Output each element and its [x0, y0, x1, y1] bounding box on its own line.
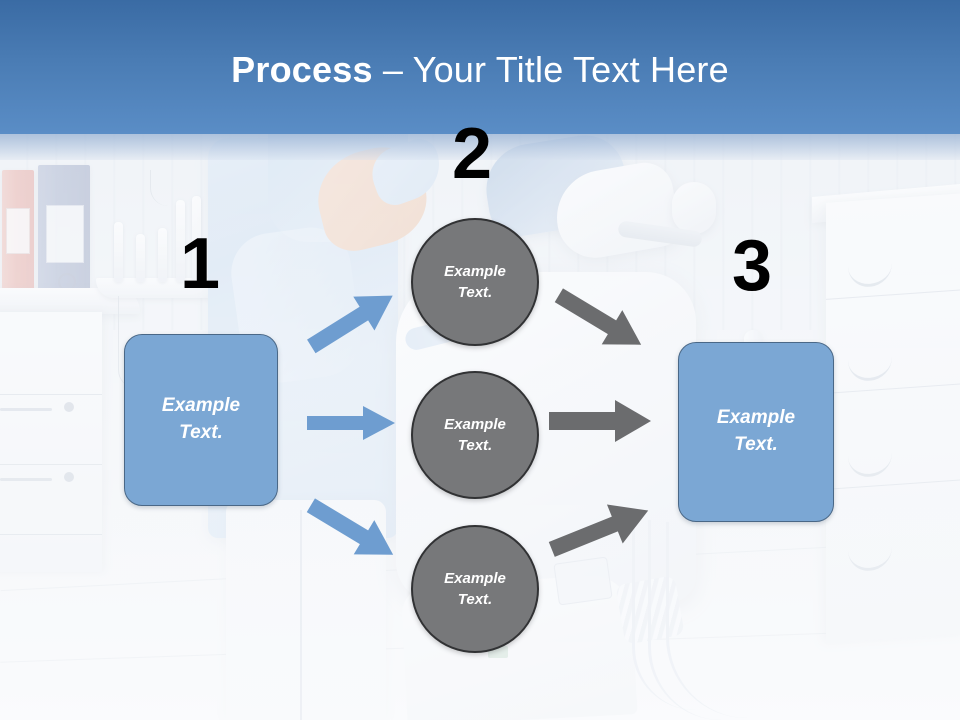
photo-right-cabinet — [826, 193, 960, 643]
arrow-box1-to-circle2 — [307, 405, 397, 441]
stage-two-circle-2-line1: Example — [444, 415, 506, 433]
page-title-light: Your Title Text Here — [412, 49, 729, 90]
stage-two-circle-1-label: Example Text. — [444, 261, 506, 304]
stage-three-box-line1: Example — [716, 407, 796, 429]
stage-two-circle-1-line2: Text. — [457, 284, 493, 301]
stage-one-box-line1: Example — [161, 395, 241, 417]
slide-header: Process – Your Title Text Here — [0, 0, 960, 134]
stage-two-circle-3-line1: Example — [444, 569, 506, 587]
step-number-2: 2 — [451, 114, 493, 194]
step-number-1: 1 — [179, 224, 221, 304]
stage-three-box[interactable]: Example Text. — [678, 342, 834, 522]
photo-instrument — [114, 222, 123, 282]
step-number-3: 3 — [731, 226, 773, 306]
stage-two-circle-3[interactable]: Example Text. — [411, 525, 539, 653]
header-accent-band — [0, 134, 960, 160]
photo-red-binder — [2, 170, 34, 296]
arrow-circle2-to-box3 — [549, 399, 653, 443]
page-title-separator: – — [372, 49, 413, 90]
stage-two-circle-3-line2: Text. — [457, 591, 493, 608]
stage-one-box-label: Example Text. — [162, 393, 240, 447]
photo-blue-binder — [38, 165, 90, 301]
stage-two-circle-2-line2: Text. — [457, 437, 493, 454]
arrow-circle3-to-box3 — [544, 490, 656, 570]
arrow-box1-to-circle1 — [300, 285, 404, 357]
photo-chair-knob — [672, 182, 716, 234]
arrow-circle1-to-box3 — [548, 282, 652, 358]
stage-two-circle-1[interactable]: Example Text. — [411, 218, 539, 346]
stage-three-box-label: Example Text. — [717, 405, 795, 459]
stage-one-box[interactable]: Example Text. — [124, 334, 278, 506]
arrow-box1-to-circle3 — [300, 492, 404, 568]
stage-two-circle-2[interactable]: Example Text. — [411, 371, 539, 499]
stage-two-circle-2-label: Example Text. — [444, 414, 506, 457]
photo-instrument — [136, 234, 145, 282]
stage-two-circle-3-label: Example Text. — [444, 568, 506, 611]
stage-three-box-line2: Text. — [734, 434, 778, 455]
stage-two-circle-1-line1: Example — [444, 262, 506, 280]
page-title-strong: Process — [231, 49, 373, 90]
photo-left-cabinet — [0, 312, 102, 572]
stage-one-box-line2: Text. — [179, 422, 223, 443]
page-title: Process – Your Title Text Here — [0, 48, 960, 92]
